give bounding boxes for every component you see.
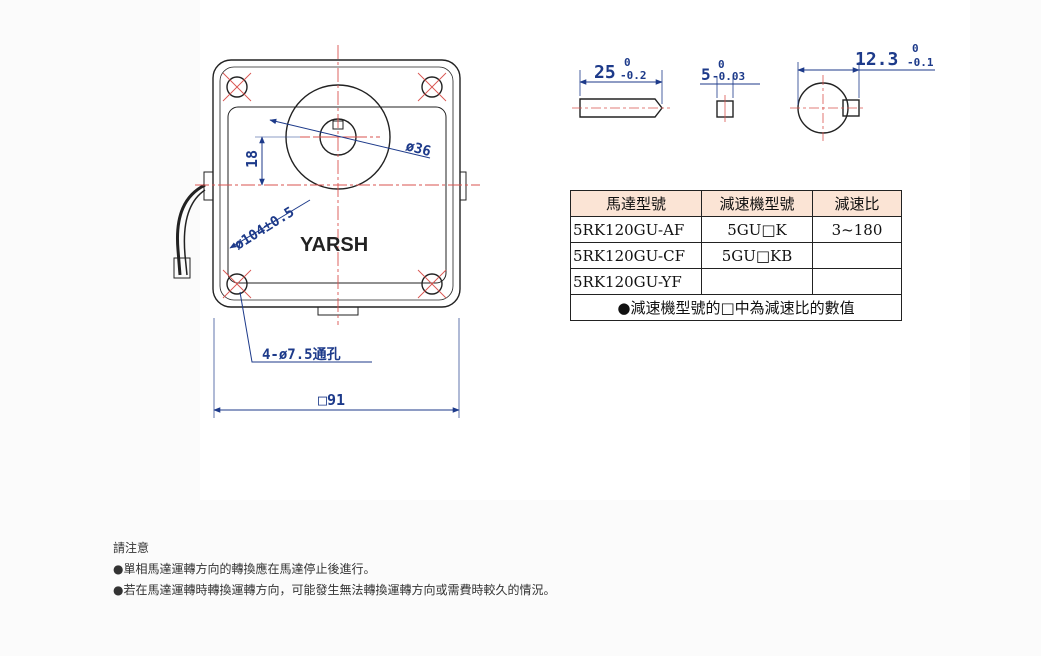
shaft-height-main: 12.3: [855, 49, 898, 70]
mount-hole-tr: [421, 76, 443, 98]
table-header-row: 馬達型號 減速機型號 減速比: [570, 190, 902, 217]
dim-square-label: □91: [318, 391, 345, 409]
key-width-tol-lower: -0.03: [712, 70, 745, 83]
notice-item: ●單相馬達運轉方向的轉換應在馬達停止後進行。: [113, 562, 376, 576]
dim-phi104-label: ø104±0.5: [232, 204, 298, 253]
shaft-length-tol-lower: -0.2: [620, 69, 647, 82]
key-width-tol-upper: 0: [718, 58, 725, 71]
cell-gearbox-model: 5GU□K: [701, 216, 813, 243]
table-row: 5RK120GU-CF 5GU□KB: [570, 242, 902, 269]
dim-18-label: 18: [243, 150, 261, 168]
shaft-side-view: [572, 70, 670, 118]
dim-phi104-leader: [229, 199, 311, 249]
flange-outline: [212, 59, 461, 308]
cell-ratio: [812, 268, 902, 295]
notice-item: ●若在馬達運轉時轉換運轉方向，可能發生無法轉換運轉方向或需費時較久的情況。: [113, 583, 556, 597]
table-footnote: ●減速機型號的□中為減速比的數值: [570, 294, 902, 321]
cell-gearbox-model: [701, 268, 813, 295]
mount-hole-br: [421, 273, 443, 295]
gearbox-plate: [227, 106, 447, 284]
dim-holes-leader: [239, 291, 372, 363]
table-row: 5RK120GU-YF: [570, 268, 902, 295]
motor-dimensions: [213, 118, 460, 418]
shaft-length-main: 25: [594, 62, 616, 83]
header-gearbox-model: 減速機型號: [701, 190, 813, 217]
dim-holes-label: 4-ø7.5通孔: [262, 347, 341, 363]
header-ratio: 減速比: [812, 190, 902, 217]
cell-gearbox-model: 5GU□KB: [701, 242, 813, 269]
mount-hole-bl: [226, 273, 248, 295]
mount-hole-tl: [226, 76, 248, 98]
key-width-main: 5: [701, 65, 711, 84]
shaft-length-tol-upper: 0: [624, 56, 631, 69]
shaft-height-tol-upper: 0: [912, 42, 919, 55]
notice-section: 請注意 ●單相馬達運轉方向的轉換應在馬達停止後進行。 ●若在馬達運轉時轉換運轉方…: [113, 538, 555, 601]
table-footnote-row: ●減速機型號的□中為減速比的數值: [570, 294, 902, 321]
dim-phi36-label: ø36: [404, 138, 432, 160]
side-terminal-right: [459, 171, 467, 201]
motor-front-view: [173, 59, 467, 316]
cell-motor-model: 5RK120GU-CF: [570, 242, 702, 269]
cell-motor-model: 5RK120GU-AF: [570, 216, 702, 243]
header-motor-model: 馬達型號: [570, 190, 702, 217]
shaft-height-tol-lower: -0.1: [907, 56, 934, 69]
dim-phi36-leader: [269, 118, 431, 159]
motor-spec-table: 馬達型號 減速機型號 減速比 5RK120GU-AF 5GU□K 3~180 5…: [570, 190, 902, 321]
motor-technical-drawing: 18 ø36 ø104±0.5 4-ø7.5通孔 □91 YARSH 25 0 …: [173, 42, 935, 418]
cell-ratio: 3~180: [812, 216, 902, 243]
notice-title: 請注意: [113, 541, 150, 555]
flange-inner-outline: [219, 66, 454, 301]
lead-wire: [175, 183, 206, 276]
key-view: [700, 76, 760, 122]
table-row: 5RK120GU-AF 5GU□K 3~180: [570, 216, 902, 243]
wire-end: [173, 257, 191, 279]
shaft-end-view: [790, 62, 935, 141]
cell-ratio: [812, 242, 902, 269]
cell-motor-model: 5RK120GU-YF: [570, 268, 702, 295]
brand-logo: YARSH: [300, 234, 368, 256]
